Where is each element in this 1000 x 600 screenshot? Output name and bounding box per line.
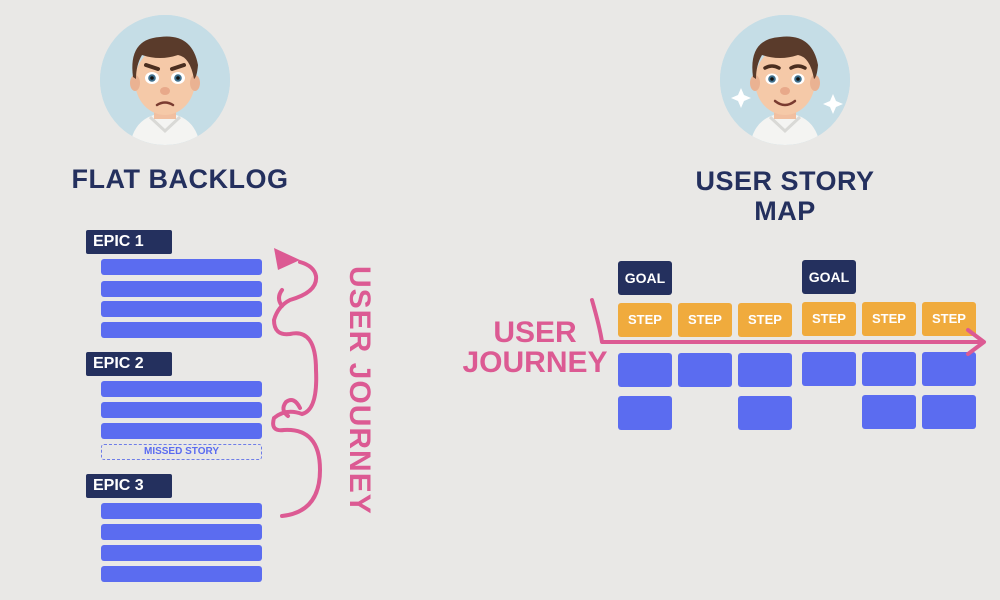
- story-card: [738, 396, 792, 430]
- goal-card: GOAL: [618, 261, 672, 295]
- story-bar: [101, 281, 262, 297]
- journey-arrow-icon: [590, 298, 986, 356]
- story-card: [862, 352, 916, 386]
- flat-backlog-heading: FLAT BACKLOG: [71, 164, 289, 194]
- user-journey-vertical-label: USER JOURNEY: [343, 266, 376, 515]
- step-card: STEP: [618, 303, 672, 337]
- step-card: STEP: [738, 303, 792, 337]
- missed-story-placeholder: MISSED STORY: [101, 444, 262, 460]
- story-card: [922, 395, 976, 429]
- story-bar: [101, 301, 262, 317]
- epic-label: EPIC 2: [86, 352, 172, 376]
- story-card: [678, 353, 732, 387]
- epic-label: EPIC 3: [86, 474, 172, 498]
- story-card: [922, 352, 976, 386]
- story-card: [862, 395, 916, 429]
- goal-card: GOAL: [802, 260, 856, 294]
- story-bar: [101, 322, 262, 338]
- story-bar: [101, 259, 262, 275]
- heading-line: USER STORY: [695, 166, 875, 196]
- heading-line: MAP: [754, 196, 816, 226]
- story-card: [738, 353, 792, 387]
- story-card: [618, 396, 672, 430]
- story-bar: [101, 381, 262, 397]
- story-bar: [101, 545, 262, 561]
- story-bar: [101, 423, 262, 439]
- epic-label: EPIC 1: [86, 230, 172, 254]
- step-card: STEP: [862, 302, 916, 336]
- journey-line: JOURNEY: [462, 346, 608, 379]
- user-journey-label: USER JOURNEY: [452, 318, 618, 378]
- journey-line: USER: [493, 316, 577, 349]
- story-card: [618, 353, 672, 387]
- step-card: STEP: [678, 303, 732, 337]
- story-bar: [101, 524, 262, 540]
- story-bar: [101, 566, 262, 582]
- story-card: [802, 352, 856, 386]
- story-bar: [101, 503, 262, 519]
- looping-journey-arrow-icon: [271, 248, 323, 518]
- story-bar: [101, 402, 262, 418]
- step-card: STEP: [802, 302, 856, 336]
- user-story-map-heading: USER STORY MAP: [640, 166, 930, 226]
- happy-man-avatar-icon: [720, 15, 850, 145]
- worried-man-avatar-icon: [100, 15, 230, 145]
